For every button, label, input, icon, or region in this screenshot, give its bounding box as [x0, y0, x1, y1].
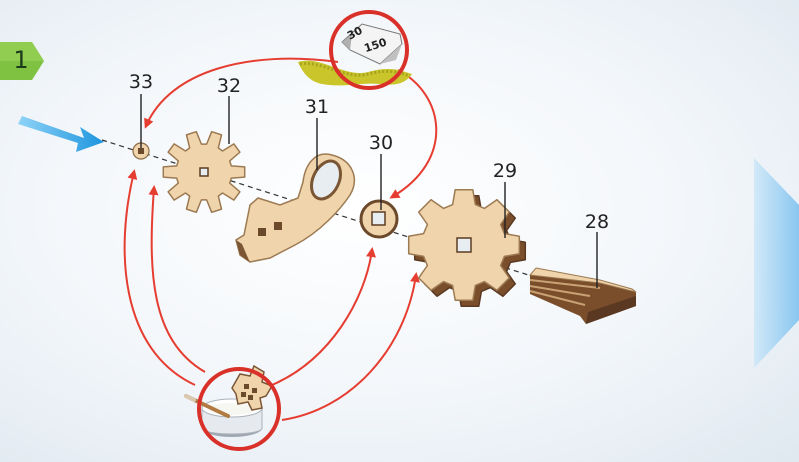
label-30: 30 — [369, 132, 393, 154]
part-31-lever — [236, 154, 354, 262]
label-29: 29 — [493, 160, 517, 182]
step-number: 1 — [8, 46, 34, 74]
glue-arrow-to-29 — [282, 275, 416, 420]
part-29-gear — [409, 190, 526, 307]
next-step-arrow[interactable] — [754, 158, 799, 368]
label-33: 33 — [129, 71, 153, 93]
label-31: 31 — [305, 96, 329, 118]
part-30-washer — [361, 201, 397, 237]
sand-arrow-to-30 — [392, 70, 436, 197]
part-32-gear — [163, 132, 244, 213]
glue-arrow-to-32 — [152, 188, 205, 372]
label-28: 28 — [585, 211, 609, 233]
part-28-key — [530, 268, 636, 324]
step-badge: 1 — [0, 42, 44, 80]
glue-arrow-to-30 — [272, 250, 372, 385]
label-32: 32 — [217, 75, 241, 97]
glue-arrow-to-33 — [125, 172, 195, 385]
insert-direction-arrow — [18, 116, 104, 152]
